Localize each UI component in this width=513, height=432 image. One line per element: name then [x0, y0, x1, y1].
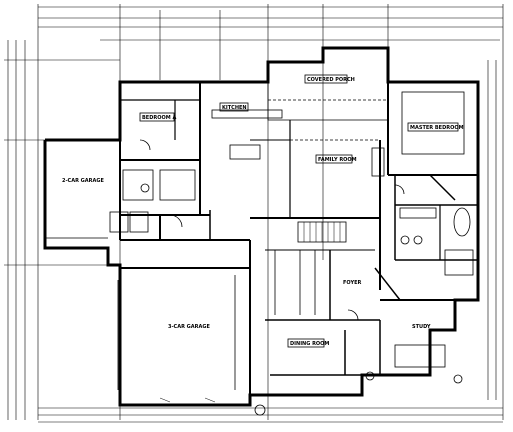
room-label-3-car-garage: 3-CAR GARAGE: [168, 324, 210, 330]
dimension-lines-top: [37, 4, 504, 420]
dimension-lines-bottom: [38, 407, 503, 423]
room-label-bedroom-a: BEDROOM A: [142, 115, 176, 121]
room-label-study: STUDY: [412, 324, 431, 330]
room-label-master-bedroom: MASTER BEDROOM: [410, 125, 464, 131]
room-label-dining-room: DINING ROOM: [290, 341, 329, 347]
room-label-family-room: FAMILY ROOM: [318, 157, 357, 163]
dimension-lines-left: [4, 40, 120, 420]
dimension-lines-right: [487, 60, 497, 400]
room-labels: BEDROOM A KITCHEN COVERED PORCH MASTER B…: [62, 77, 464, 347]
fixtures: [45, 91, 474, 416]
room-label-2-car-garage: 2-CAR GARAGE: [62, 178, 104, 184]
interior-walls: [119, 82, 478, 395]
room-label-covered-porch: COVERED PORCH: [307, 77, 355, 83]
room-label-kitchen: KITCHEN: [222, 105, 247, 111]
room-label-foyer: FOYER: [343, 280, 362, 286]
label-frames: [139, 74, 459, 348]
stairs: [297, 221, 347, 243]
